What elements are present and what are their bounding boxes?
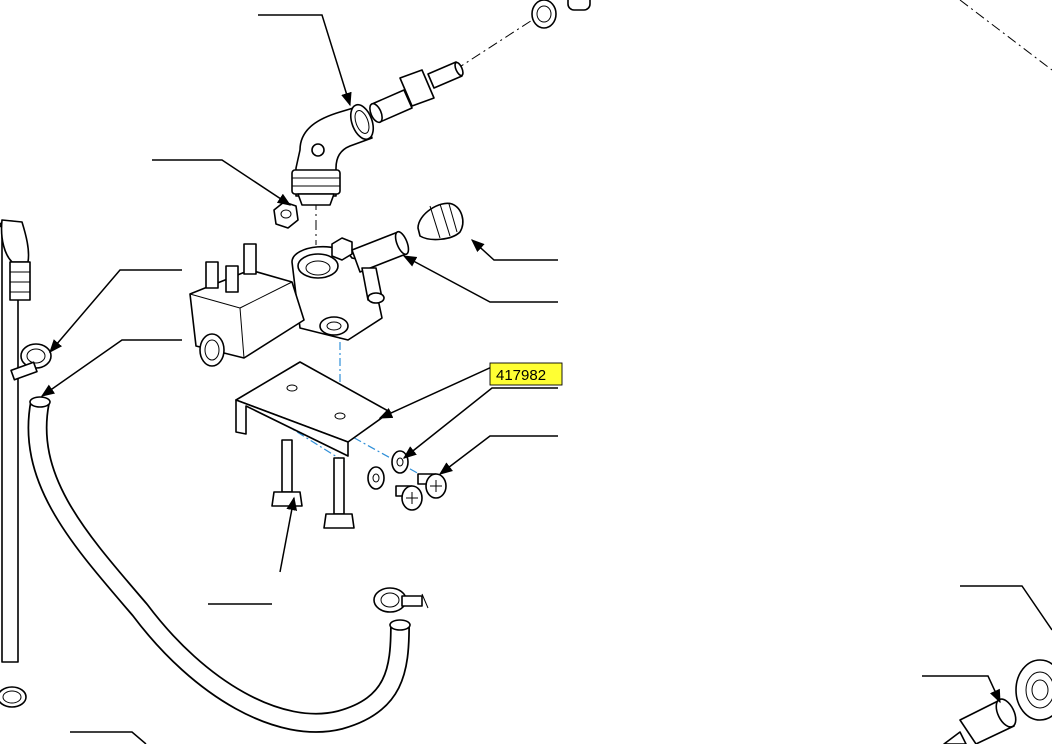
part-number-highlight <box>489 362 563 386</box>
washers-and-screws <box>367 450 447 511</box>
rubber-cap <box>417 202 464 241</box>
leader-lines <box>40 14 1052 744</box>
left-vertical-tube <box>0 219 31 708</box>
hose <box>27 396 411 733</box>
lower-hose-clip <box>373 587 429 613</box>
bracket-part-callout: 417982 <box>378 362 563 419</box>
hex-nut <box>273 201 299 229</box>
top-clip <box>531 0 591 29</box>
bottom-right-fittings <box>943 659 1052 744</box>
elbow-fitting <box>291 103 375 206</box>
hose-barb-fitting <box>369 61 464 124</box>
solenoid-valve <box>189 230 410 367</box>
tube-hose-clip <box>10 343 52 381</box>
part-number-label: 417982 <box>496 367 546 384</box>
